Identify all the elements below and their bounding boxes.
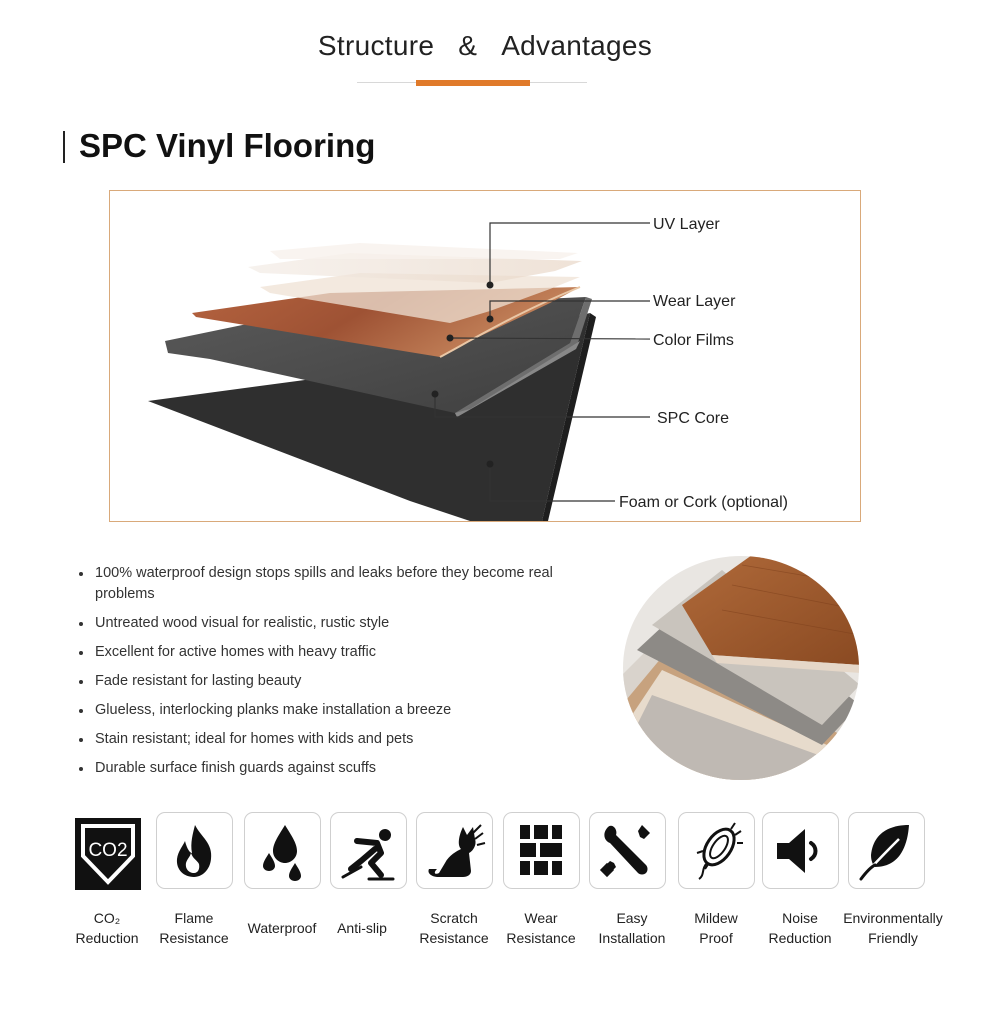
co2-reduction-icon: CO2: [75, 818, 141, 890]
leader-dot-foam: [486, 460, 494, 468]
leader-line-color: [449, 337, 651, 340]
layer-label-uv: UV Layer: [653, 216, 720, 233]
leader-dot-wear: [486, 315, 494, 323]
layer-label-color: Color Films: [653, 332, 734, 349]
layer-diagram-graphic: UV Layer Wear Layer Color Films SPC Core…: [148, 216, 788, 521]
header-word-structure: Structure: [317, 30, 435, 61]
wear-layer-shape: [260, 273, 580, 323]
section-title: SPC Vinyl Flooring: [79, 127, 376, 164]
leader-dot-spc: [431, 390, 439, 398]
list-item: Durable surface finish guards against sc…: [77, 758, 607, 779]
header-title: Structure&Advantages: [0, 30, 970, 62]
leader-line-foam: [489, 464, 615, 502]
flooring-samples-photo: [622, 555, 860, 781]
icon-label-waterproof: Waterproof: [247, 920, 317, 936]
leader-line-spc: [434, 394, 650, 418]
leader-line-uv: [489, 222, 650, 285]
bacteria-icon: [678, 812, 755, 889]
section-title-marker: [63, 131, 65, 163]
layer-label-wear: Wear Layer: [653, 293, 736, 310]
leaf-icon: [848, 812, 925, 889]
water-drops-icon: [244, 812, 321, 889]
tools-icon: [589, 812, 666, 889]
icon-label-antislip: Anti-slip: [337, 920, 387, 936]
speaker-icon: [762, 812, 839, 889]
list-item: Glueless, interlocking planks make insta…: [77, 700, 607, 721]
leader-dot-color: [446, 334, 454, 342]
uv-layer-shape: [248, 253, 582, 283]
feature-list: 100% waterproof design stops spills and …: [77, 563, 607, 787]
list-item: Stain resistant; ideal for homes with ki…: [77, 729, 607, 750]
brick-wall-icon: [503, 812, 580, 889]
color-film-curl: [439, 286, 581, 358]
list-item: 100% waterproof design stops spills and …: [77, 563, 607, 605]
header-ampersand: &: [458, 30, 478, 61]
header-accent-bar: [416, 80, 530, 86]
layer-structure-diagram: UV Layer Wear Layer Color Films SPC Core…: [109, 190, 861, 522]
flame-icon: [156, 812, 233, 889]
leader-dot-uv: [486, 281, 494, 289]
list-item: Excellent for active homes with heavy tr…: [77, 642, 607, 663]
header-word-advantages: Advantages: [501, 30, 653, 61]
co2-badge-text: CO2: [88, 840, 127, 861]
skater-icon: [330, 812, 407, 889]
layer-label-foam: Foam or Cork (optional): [619, 494, 788, 511]
spc-core-edge: [455, 297, 592, 417]
list-item: Fade resistant for lasting beauty: [77, 671, 607, 692]
uv-layer-top: [270, 243, 578, 259]
list-item: Untreated wood visual for realistic, rus…: [77, 613, 607, 634]
cat-icon: [416, 812, 493, 889]
layer-label-spc: SPC Core: [657, 410, 729, 427]
leader-line-wear: [489, 300, 650, 319]
